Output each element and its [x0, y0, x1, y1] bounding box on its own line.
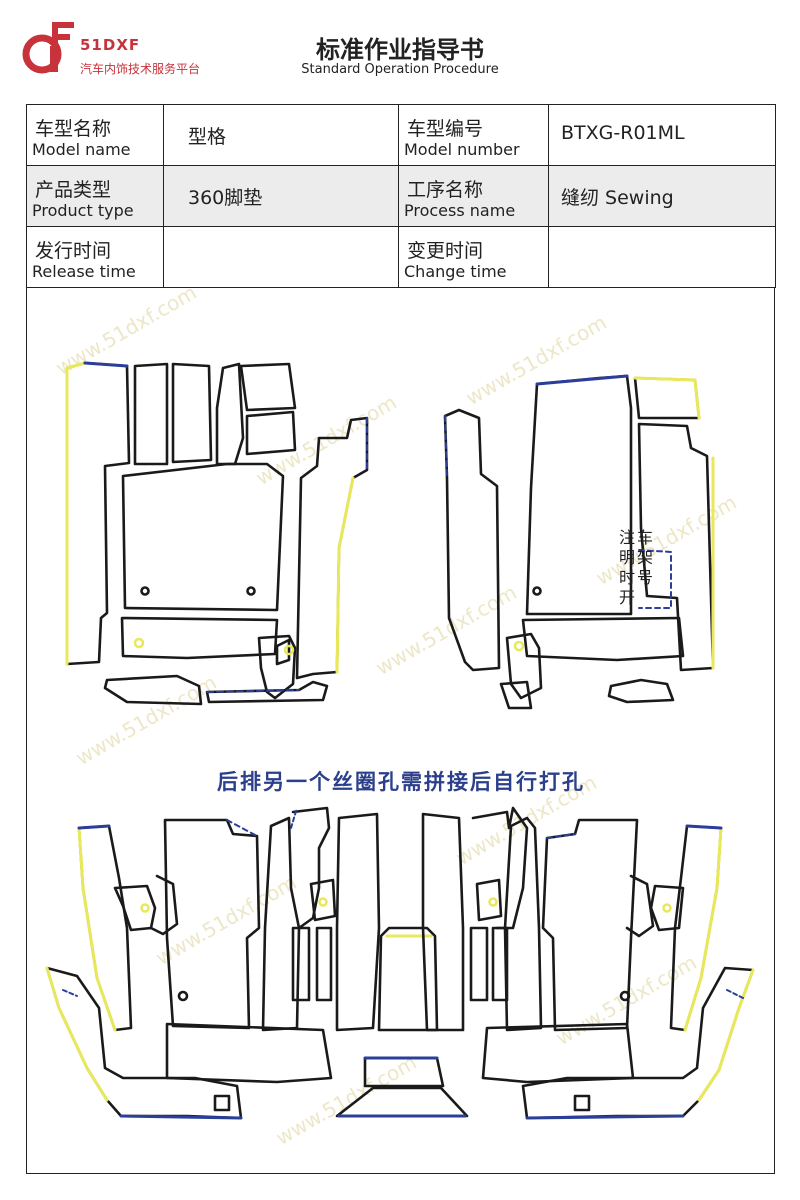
page-subtitle: Standard Operation Procedure: [301, 62, 499, 77]
change-time-label-cn: 变更时间: [407, 240, 484, 262]
process-name-label-en: Process name: [404, 201, 516, 220]
process-name-value: 缝纫 Sewing: [561, 187, 674, 209]
release-time-label-en: Release time: [32, 262, 136, 281]
front-right-mat-pattern: [443, 374, 715, 710]
release-time-label: 发行时间 Release time: [26, 226, 164, 288]
model-name-label-cn: 车型名称: [35, 118, 112, 140]
page-title: 标准作业指导书: [316, 36, 484, 64]
model-name-value-cell: 型格: [163, 104, 399, 166]
rear-center-mat-pattern: [335, 926, 469, 1118]
info-table: 车型名称 Model name 型格 车型编号 Model number BTX…: [26, 104, 776, 288]
process-name-label: 工序名称 Process name: [398, 165, 549, 227]
model-number-label: 车型编号 Model number: [398, 104, 549, 166]
info-row-model: 车型名称 Model name 型格 车型编号 Model number BTX…: [26, 104, 776, 166]
model-name-value: 型格: [188, 126, 227, 148]
brand-tagline: 汽车内饰技术服务平台: [80, 62, 201, 76]
document-header: 51DXF 汽车内饰技术服务平台 标准作业指导书 Standard Operat…: [0, 0, 800, 100]
vertical-note-col1: 注明时开: [619, 528, 636, 607]
model-number-value: BTXG-R01ML: [561, 122, 685, 144]
model-name-label: 车型名称 Model name: [26, 104, 164, 166]
brand-name: 51DXF: [80, 36, 141, 54]
product-type-value-cell: 360脚垫: [163, 165, 399, 227]
process-name-label-cn: 工序名称: [407, 179, 484, 201]
product-type-label-cn: 产品类型: [35, 179, 112, 201]
drawing-note: 后排另一个丝圈孔需拼接后自行打孔: [217, 770, 585, 794]
pattern-drawing-area: www.51dxf.com www.51dxf.com www.51dxf.co…: [26, 280, 775, 1174]
product-type-label: 产品类型 Product type: [26, 165, 164, 227]
release-time-value: [164, 227, 398, 244]
rear-right-mat-pattern: [421, 806, 755, 1120]
rear-left-mat-pattern: [45, 806, 381, 1120]
process-name-value-cell: 缝纫 Sewing: [548, 165, 776, 227]
info-row-time: 发行时间 Release time 变更时间 Change time: [26, 226, 776, 288]
product-type-label-en: Product type: [32, 201, 134, 220]
change-time-label-en: Change time: [404, 262, 507, 281]
model-number-label-en: Model number: [404, 140, 520, 159]
change-time-value-cell: [548, 226, 776, 288]
vertical-note-col2: 车架号: [637, 528, 654, 587]
floor-mat-pattern-svg: [45, 361, 755, 1120]
release-time-value-cell: [163, 226, 399, 288]
release-time-label-cn: 发行时间: [35, 240, 112, 262]
info-row-product: 产品类型 Product type 360脚垫 工序名称 Process nam…: [26, 165, 776, 227]
change-time-label: 变更时间 Change time: [398, 226, 549, 288]
model-number-label-cn: 车型编号: [407, 118, 484, 140]
model-number-value-cell: BTXG-R01ML: [548, 104, 776, 166]
51dxf-logo-icon: [22, 22, 74, 74]
product-type-value: 360脚垫: [188, 187, 263, 209]
front-left-mat-pattern: [65, 361, 369, 706]
change-time-value: [549, 227, 775, 244]
model-name-label-en: Model name: [32, 140, 131, 159]
